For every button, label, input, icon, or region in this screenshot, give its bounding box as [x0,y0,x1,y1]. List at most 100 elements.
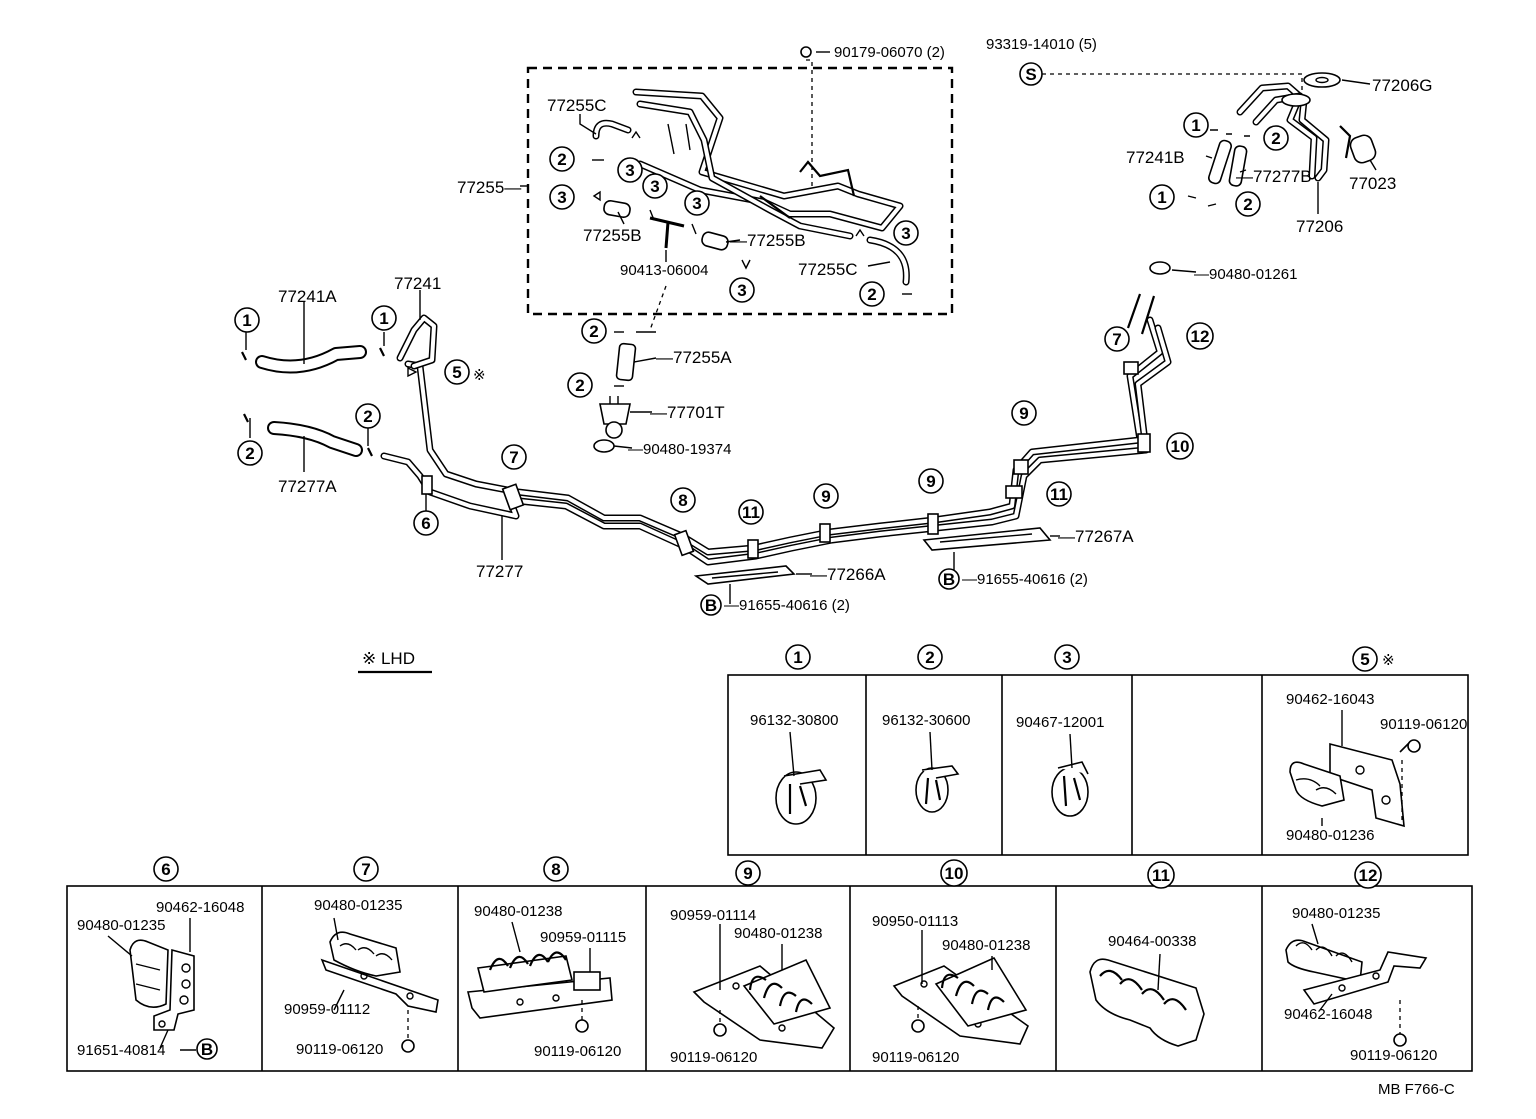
detail-5-star: ※ [1382,652,1395,669]
svg-text:1: 1 [1157,188,1166,207]
detail-7-part-c: 90119-06120 [296,1041,383,1058]
svg-text:2: 2 [1271,129,1280,148]
svg-text:12: 12 [1359,866,1378,885]
detail-12-part-b: 90462-16048 [1284,1006,1372,1023]
label-77255: 77255— [457,178,521,197]
callout-11: 11 [1046,481,1072,507]
callout-2: 2 [859,281,885,307]
label-77255b-left: 77255B [583,226,642,245]
callouts-top: 1 1 2 2 5 6 7 8 11 9 9 9 10 11 7 12 2 3 … [234,62,1289,616]
callout-3: 3 [684,190,710,216]
svg-text:3: 3 [692,194,701,213]
callout-3: 3 [549,184,575,210]
svg-text:3: 3 [1062,648,1071,667]
diagram-labels: 90179-06070 (2) 93319-14010 (5) 77206G 7… [278,36,1433,614]
svg-text:2: 2 [575,376,584,395]
detail-9-part-b: 90480-01238 [734,925,822,942]
svg-text:1: 1 [793,648,802,667]
callout-2: 2 [549,146,575,172]
svg-text:8: 8 [678,491,687,510]
label-90480-01261: —90480-01261 [1194,266,1297,283]
label-77277: 77277 [476,562,523,581]
svg-text:3: 3 [650,177,659,196]
detail-9: 9 [735,860,761,886]
svg-text:1: 1 [379,309,388,328]
label-77255b-right: —77255B [730,231,806,250]
detail-5-part-b: 90119-06120 [1380,716,1467,733]
detail-8-part-b: 90959-01115 [540,929,626,946]
svg-text:11: 11 [1152,866,1170,885]
detail-6-part-c: 91651-40814 [77,1042,165,1059]
svg-text:S: S [1025,65,1036,84]
detail-1: 1 [785,644,811,670]
label-77241b: 77241B [1126,148,1185,167]
callout-3: 3 [729,277,755,303]
callout-5: 5 [444,359,470,385]
brackets [693,527,1060,604]
label-77255c-bottom: 77255C [798,260,858,279]
callout-10: 10 [1166,432,1194,460]
label-77277b: —77277B [1236,167,1312,186]
svg-text:7: 7 [1112,330,1121,349]
detail-5-part-a: 90462-16043 [1286,691,1374,708]
detail-7: 7 [353,856,379,882]
label-77701t: —77701T [650,403,725,422]
label-77206g: 77206G [1372,76,1433,95]
label-77266a: —77266A [810,565,886,584]
detail-6-part-a: 90462-16048 [156,899,244,916]
svg-text:10: 10 [1171,437,1190,456]
label-77255a: —77255A [656,348,732,367]
detail-6-b-callout: B [196,1038,218,1060]
left-hoses [241,290,503,560]
detail-12-part-a: 90480-01235 [1292,905,1380,922]
svg-text:9: 9 [926,472,935,491]
svg-text:7: 7 [509,448,518,467]
detail-8: 8 [543,856,569,882]
callout-2: 2 [567,372,593,398]
svg-text:B: B [943,570,955,589]
detail-5: 5 [1352,646,1378,672]
label-90179: 90179-06070 (2) [834,44,945,61]
label-93319: 93319-14010 (5) [986,36,1097,53]
detail-10-part-b: 90480-01238 [942,937,1030,954]
vapor-valve-group [593,331,657,453]
bolt-90179 [800,46,830,58]
svg-text:11: 11 [742,503,760,522]
svg-text:3: 3 [901,224,910,243]
svg-text:5: 5 [1360,650,1369,669]
detail-6-part-b: 90480-01235 [77,917,165,934]
detail-10-part-a: 90950-01113 [872,913,958,930]
label-star: ※ [473,367,486,384]
detail-10: 10 [940,859,968,887]
detail-1-part: 96132-30800 [750,712,838,729]
lhd-note: ※ LHD [358,649,432,674]
leaders-77255 [520,59,891,331]
svg-text:12: 12 [1191,327,1210,346]
detail-12: 12 [1354,861,1382,889]
svg-text:3: 3 [557,188,566,207]
callout-6: 6 [413,510,439,536]
label-77267a: —77267A [1058,527,1134,546]
callout-2: 2 [1263,125,1289,151]
callout-s: S [1019,62,1043,86]
svg-text:9: 9 [1019,404,1028,423]
svg-text:3: 3 [737,281,746,300]
svg-text:B: B [201,1040,213,1059]
callout-1: 1 [1149,184,1175,210]
svg-text:2: 2 [925,648,934,667]
label-77241a: 77241A [278,287,337,306]
callout-12: 12 [1186,322,1214,350]
detail-row-1: 1 2 3 5 ※ 96132-30800 96132-30600 90467-… [727,644,1469,856]
detail-3-part: 90467-12001 [1016,714,1104,731]
detail-11: 11 [1147,861,1175,889]
detail-5-part-c: 90480-01236 [1286,827,1374,844]
detail-12-part-c: 90119-06120 [1350,1047,1437,1064]
callout-2: 2 [355,403,381,429]
label-90480-19374: —90480-19374 [628,441,731,458]
detail-8-part-a: 90480-01238 [474,903,562,920]
svg-text:8: 8 [551,860,560,879]
detail-9-part-c: 90119-06120 [670,1049,757,1066]
label-77023: 77023 [1349,174,1396,193]
svg-text:3: 3 [625,161,634,180]
callout-3: 3 [617,157,643,183]
